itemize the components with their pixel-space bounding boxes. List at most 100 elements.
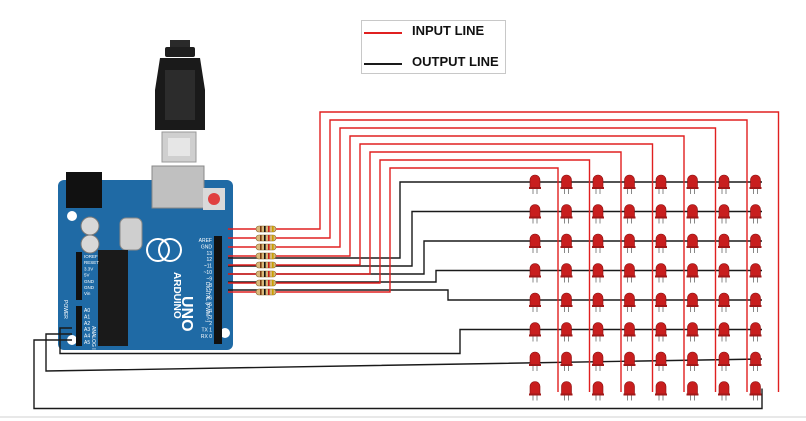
resistor: [255, 288, 277, 296]
led: [623, 292, 636, 312]
led: [718, 292, 730, 312]
led: [592, 174, 604, 194]
led: [560, 233, 573, 253]
led: [749, 263, 762, 283]
output-line-swatch: [364, 63, 402, 65]
output-wire: [33, 339, 763, 410]
led: [749, 322, 762, 342]
led: [592, 381, 604, 401]
led: [592, 292, 604, 312]
led: [592, 204, 604, 224]
resistor: [255, 279, 277, 287]
model-text: UNO: [178, 296, 195, 332]
digital-pin-label: ~11: [204, 264, 212, 270]
resistor: [255, 252, 277, 260]
led: [718, 381, 730, 401]
led: [623, 174, 636, 194]
led: [686, 174, 699, 194]
capacitor: [80, 234, 100, 254]
led-matrix: [529, 174, 762, 401]
digital-pin-label: RX 0: [201, 334, 212, 340]
reset-button-cap: [208, 193, 220, 205]
led: [560, 204, 573, 224]
analog-pin-label: A1: [84, 314, 90, 320]
usb-cable: [155, 40, 205, 163]
digital-pin-label: AREF: [199, 238, 212, 244]
resistor: [255, 243, 277, 251]
analog-pin-label: A2: [84, 321, 90, 327]
led: [529, 174, 541, 194]
input-wire: [276, 159, 591, 392]
led: [655, 263, 667, 283]
input-wire: [276, 127, 717, 392]
power-title: POWER: [62, 300, 68, 319]
led: [623, 233, 636, 253]
input-wires: [228, 111, 780, 392]
digital-pin-label: 12: [206, 257, 212, 263]
digital-pin-label: ~10: [204, 270, 213, 276]
legend-output-row: OUTPUT LINE: [362, 53, 505, 73]
led: [655, 292, 667, 312]
led: [560, 322, 573, 342]
analog-pin-label: A5: [84, 340, 90, 346]
legend: INPUT LINE OUTPUT LINE: [361, 20, 506, 74]
resistor-bank: [255, 225, 277, 296]
led: [686, 233, 699, 253]
digital-pin-label: 8: [209, 283, 212, 289]
output-wires: [33, 181, 763, 410]
crystal: [119, 217, 143, 251]
digital-pin-label: ~9: [206, 276, 212, 282]
led: [749, 381, 762, 401]
output-wire: [59, 327, 762, 355]
led: [529, 351, 541, 371]
led: [529, 381, 541, 401]
led: [592, 233, 604, 253]
led: [749, 292, 762, 312]
resistor: [255, 225, 277, 233]
digital-pin-label: 7: [209, 289, 212, 295]
input-wire: [276, 135, 685, 392]
analog-pin-label: A3: [84, 327, 90, 333]
digital-pin-label: TX 1: [201, 328, 212, 334]
led: [592, 263, 604, 283]
power-pin-label: 5V: [84, 273, 90, 278]
led: [529, 204, 541, 224]
led: [592, 351, 604, 371]
led: [686, 263, 699, 283]
power-header: [76, 252, 82, 300]
digital-pin-label: ~6: [206, 296, 212, 302]
resistor: [255, 234, 277, 242]
input-wire: [276, 143, 654, 392]
led: [623, 381, 636, 401]
input-wire: [276, 167, 559, 392]
led: [560, 263, 573, 283]
led: [655, 174, 667, 194]
analog-title: ANALOG IN: [90, 326, 96, 354]
led: [686, 322, 699, 342]
led: [560, 174, 573, 194]
arduino-board: ARDUINO UNO POWER ANALOG IN DIGITAL (PWM…: [58, 165, 233, 354]
digital-pin-label: 4: [209, 308, 212, 314]
led: [718, 174, 730, 194]
resistor: [255, 270, 277, 278]
digital-pin-label: 2: [209, 321, 212, 327]
output-wire: [228, 181, 762, 259]
led: [749, 233, 762, 253]
led: [655, 381, 667, 401]
digital-pin-label: 13: [206, 251, 212, 257]
led: [749, 351, 762, 371]
digital-title: DIGITAL (PWM ~): [204, 282, 210, 322]
led: [529, 322, 541, 342]
led: [560, 381, 573, 401]
led: [529, 292, 541, 312]
led: [686, 204, 699, 224]
legend-input-label: INPUT LINE: [412, 23, 485, 38]
led: [686, 351, 699, 371]
output-wire: [45, 333, 763, 372]
power-jack: [66, 172, 102, 208]
input-line-swatch: [364, 32, 402, 34]
led: [655, 204, 667, 224]
